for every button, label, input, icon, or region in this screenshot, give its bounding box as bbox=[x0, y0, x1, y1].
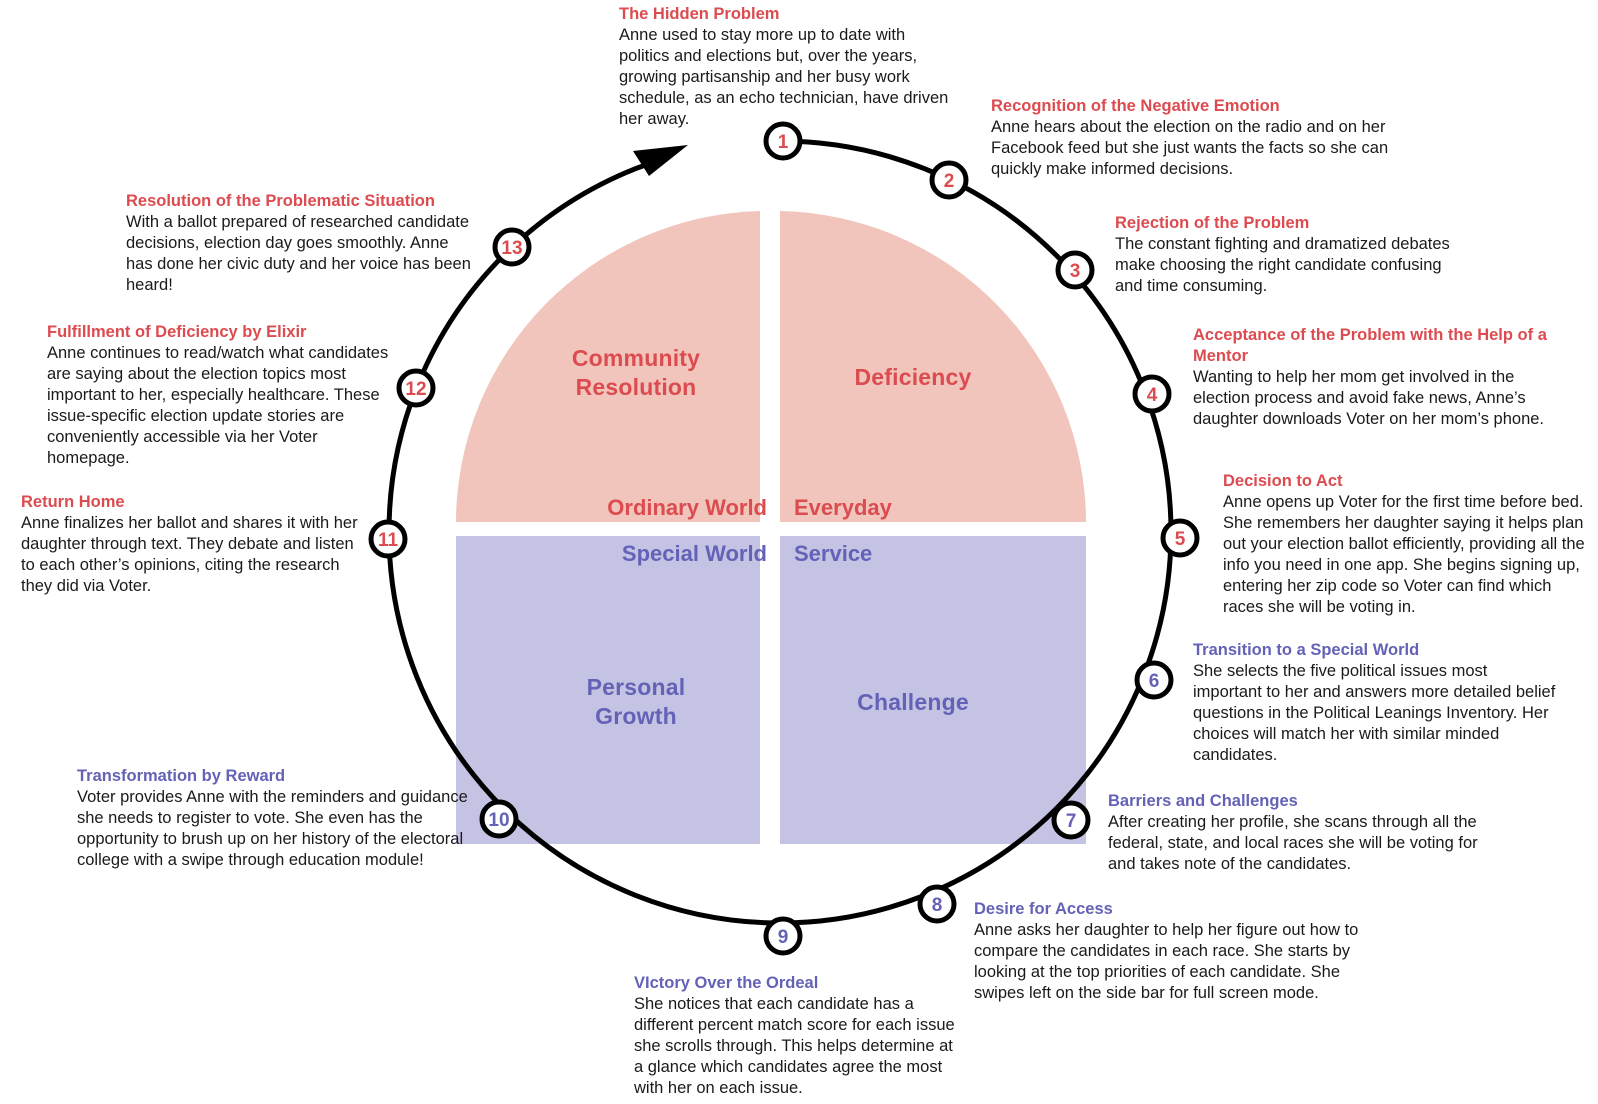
quadrant-title-community: Community bbox=[572, 345, 700, 371]
svg-text:11: 11 bbox=[378, 530, 399, 551]
svg-text:5: 5 bbox=[1175, 529, 1186, 550]
label-ordinary-world: Ordinary World bbox=[607, 495, 767, 520]
stage-marker-2: 2 bbox=[929, 160, 969, 200]
stage-title: Return Home bbox=[21, 493, 125, 511]
stage-text: Anne continues to read/watch what candid… bbox=[47, 344, 389, 467]
stage-marker-3: 3 bbox=[1055, 250, 1095, 290]
stage-text: The constant fighting and dramatized deb… bbox=[1115, 235, 1450, 295]
stage-title: Recognition of the Negative Emotion bbox=[991, 97, 1280, 115]
stage-6-description: Transition to a Special World She select… bbox=[1193, 640, 1558, 766]
stage-12-description: Fulfillment of Deficiency by Elixir Anne… bbox=[47, 322, 392, 469]
stage-8-description: Desire for Access Anne asks her daughter… bbox=[974, 899, 1359, 1004]
svg-text:3: 3 bbox=[1070, 261, 1081, 282]
svg-text:6: 6 bbox=[1149, 671, 1160, 692]
stage-text: She notices that each candidate has a di… bbox=[634, 995, 955, 1097]
stage-7-description: Barriers and Challenges After creating h… bbox=[1108, 791, 1493, 875]
quadrant-title-personal: Personal bbox=[587, 674, 686, 700]
stage-marker-1: 1 bbox=[763, 121, 803, 161]
quadrant-challenge bbox=[780, 536, 1086, 844]
quadrant-title-resolution: Resolution bbox=[576, 374, 697, 400]
stage-title: Fulfillment of Deficiency by Elixir bbox=[47, 323, 307, 341]
stage-3-description: Rejection of the Problem The constant fi… bbox=[1115, 213, 1460, 297]
stage-title: Desire for Access bbox=[974, 900, 1113, 918]
stage-title: Resolution of the Problematic Situation bbox=[126, 192, 435, 210]
stage-13-description: Resolution of the Problematic Situation … bbox=[126, 191, 478, 296]
stage-text: Anne used to stay more up to date with p… bbox=[619, 26, 949, 128]
quadrant-deficiency bbox=[780, 211, 1086, 522]
svg-text:13: 13 bbox=[501, 238, 522, 259]
svg-text:4: 4 bbox=[1147, 385, 1158, 406]
stage-title: The Hidden Problem bbox=[619, 5, 780, 23]
stage-title: Acceptance of the Problem with the Help … bbox=[1193, 326, 1547, 365]
stage-text: Voter provides Anne with the reminders a… bbox=[77, 788, 468, 869]
stage-11-description: Return Home Anne finalizes her ballot an… bbox=[21, 492, 366, 597]
stage-marker-10: 10 bbox=[479, 799, 519, 839]
stage-marker-13: 13 bbox=[492, 227, 532, 267]
stage-title: Transformation by Reward bbox=[77, 767, 286, 785]
stage-9-description: VIctory Over the Ordeal She notices that… bbox=[634, 973, 959, 1099]
svg-text:9: 9 bbox=[778, 927, 789, 948]
svg-text:8: 8 bbox=[932, 895, 943, 916]
label-special-world: Special World bbox=[622, 541, 767, 566]
stage-1-description: The Hidden Problem Anne used to stay mor… bbox=[619, 4, 954, 130]
stage-text: Anne hears about the election on the rad… bbox=[991, 118, 1389, 178]
quadrant-title-growth: Growth bbox=[595, 703, 677, 729]
stage-text: With a ballot prepared of researched can… bbox=[126, 213, 471, 294]
stage-title: Barriers and Challenges bbox=[1108, 792, 1298, 810]
stage-title: Rejection of the Problem bbox=[1115, 214, 1310, 232]
stage-text: Anne opens up Voter for the first time b… bbox=[1223, 493, 1585, 616]
stage-marker-9: 9 bbox=[763, 916, 803, 956]
quadrant-personal-growth bbox=[456, 536, 760, 844]
stage-2-description: Recognition of the Negative Emotion Anne… bbox=[991, 96, 1396, 180]
svg-text:10: 10 bbox=[488, 810, 509, 831]
stage-text: She selects the five political issues mo… bbox=[1193, 662, 1556, 764]
quadrant-title-deficiency: Deficiency bbox=[854, 364, 971, 390]
stage-title: Decision to Act bbox=[1223, 472, 1343, 490]
stage-marker-11: 11 bbox=[368, 519, 408, 559]
stage-marker-12: 12 bbox=[396, 368, 436, 408]
stage-title: Transition to a Special World bbox=[1193, 641, 1420, 659]
stage-marker-6: 6 bbox=[1134, 660, 1174, 700]
stage-4-description: Acceptance of the Problem with the Help … bbox=[1193, 325, 1563, 430]
svg-text:12: 12 bbox=[405, 379, 426, 400]
stage-5-description: Decision to Act Anne opens up Voter for … bbox=[1223, 471, 1595, 618]
stage-marker-8: 8 bbox=[917, 884, 957, 924]
label-service: Service bbox=[794, 541, 872, 566]
quadrant-community-resolution bbox=[456, 211, 760, 522]
cycle-arrow-icon bbox=[633, 145, 688, 176]
stage-title: VIctory Over the Ordeal bbox=[634, 974, 819, 992]
stage-text: Anne finalizes her ballot and shares it … bbox=[21, 514, 358, 595]
quadrant-title-challenge: Challenge bbox=[857, 689, 969, 715]
stage-text: Wanting to help her mom get involved in … bbox=[1193, 368, 1545, 428]
stage-text: After creating her profile, she scans th… bbox=[1108, 813, 1478, 873]
stage-text: Anne asks her daughter to help her figur… bbox=[974, 921, 1359, 1002]
svg-text:7: 7 bbox=[1066, 811, 1077, 832]
svg-text:1: 1 bbox=[778, 132, 789, 153]
label-everyday: Everyday bbox=[794, 495, 893, 520]
stage-10-description: Transformation by Reward Voter provides … bbox=[77, 766, 479, 871]
stage-marker-5: 5 bbox=[1160, 518, 1200, 558]
svg-text:2: 2 bbox=[944, 171, 955, 192]
stage-marker-4: 4 bbox=[1132, 374, 1172, 414]
stage-marker-7: 7 bbox=[1051, 800, 1091, 840]
